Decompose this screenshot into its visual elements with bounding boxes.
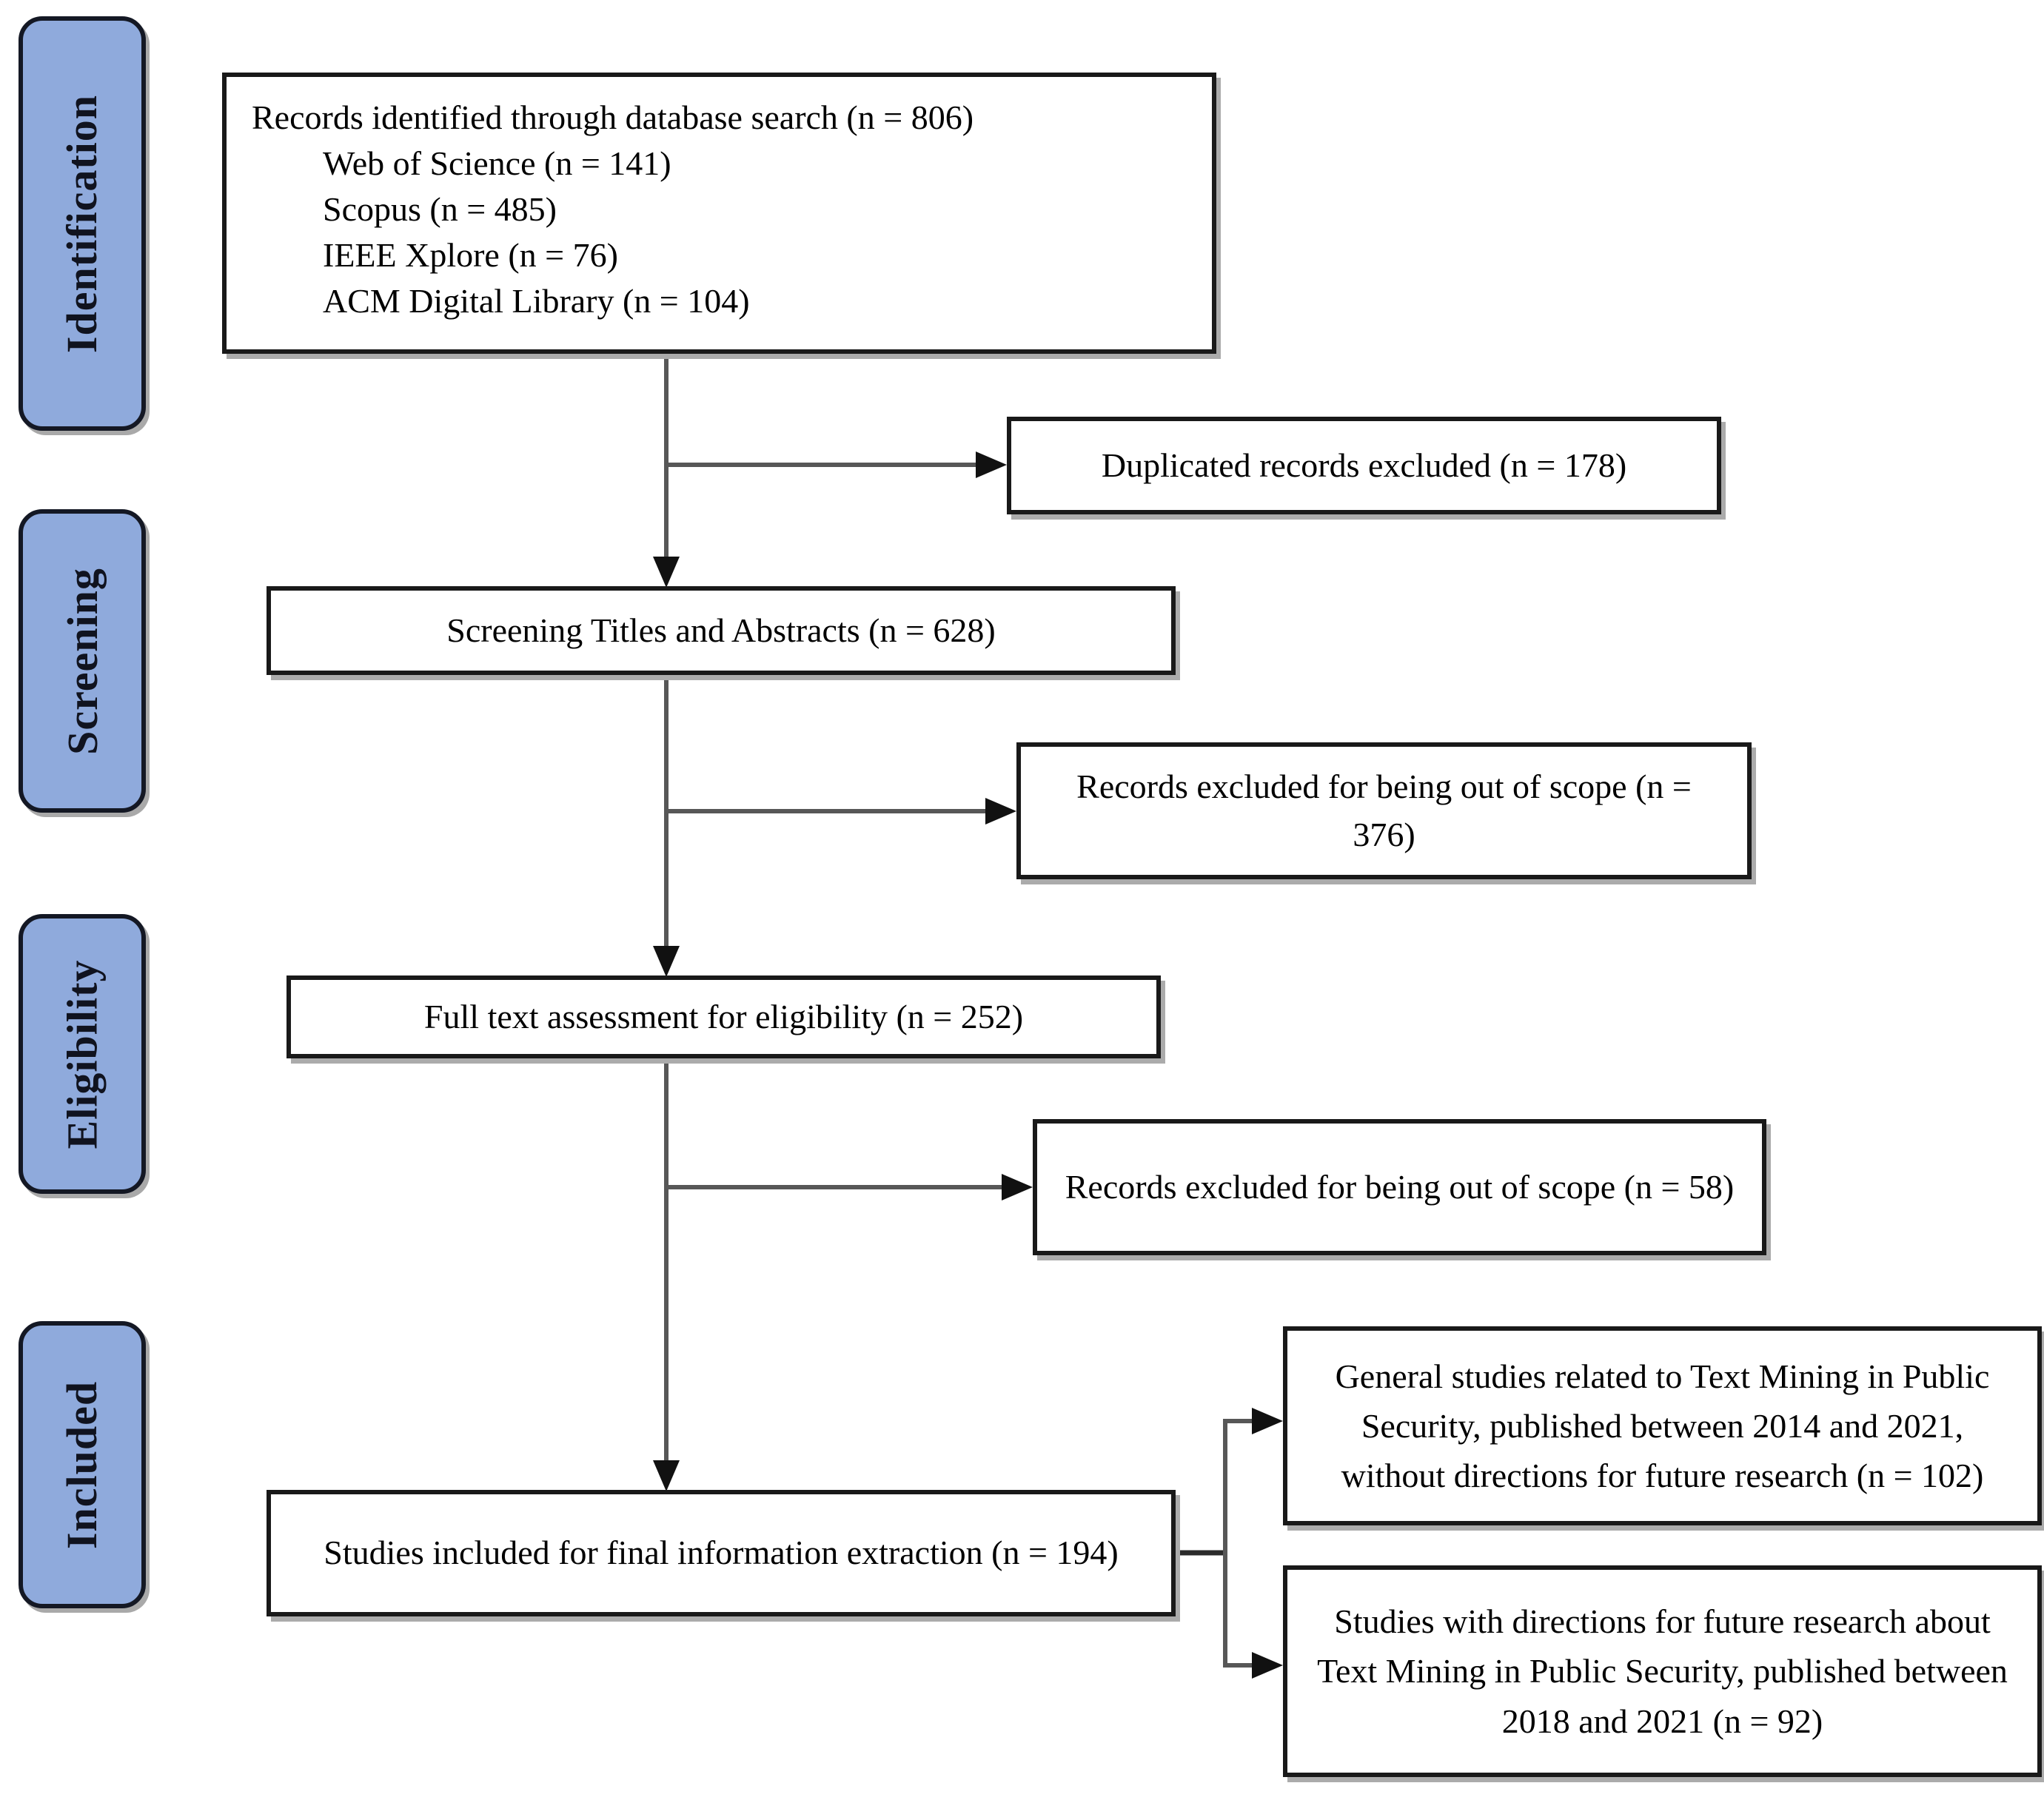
node-future-direction-studies-label: Studies with directions for future resea… — [1317, 1602, 2008, 1740]
arrowhead-into-duplicates-excluded — [976, 451, 1007, 478]
node-excluded-out-of-scope-376-label: Records excluded for being out of scope … — [1076, 768, 1692, 853]
node-studies-included-final-label: Studies included for final information e… — [324, 1534, 1119, 1572]
arrowhead-into-general-studies — [1252, 1408, 1283, 1434]
stage-identification-label: Identification — [58, 94, 107, 353]
source-web-of-science: Web of Science (n = 141) — [323, 144, 671, 183]
stage-identification: Identification — [19, 16, 146, 431]
arrowhead-into-fulltext — [653, 946, 680, 977]
arrowhead-into-screening — [653, 557, 680, 588]
node-excluded-out-of-scope-58-label: Records excluded for being out of scope … — [1065, 1167, 1735, 1206]
stage-eligibility-label: Eligibility — [58, 959, 107, 1149]
source-ieee-xplore: IEEE Xplore (n = 76) — [323, 236, 618, 275]
arrowhead-into-excluded-376 — [985, 798, 1016, 825]
node-duplicates-excluded-label: Duplicated records excluded (n = 178) — [1101, 446, 1627, 484]
arrowhead-into-included — [653, 1460, 680, 1491]
arrowhead-into-excluded-58 — [1002, 1174, 1033, 1200]
node-screening-titles-abstracts-label: Screening Titles and Abstracts (n = 628) — [446, 611, 996, 649]
stage-screening-label: Screening — [58, 567, 107, 755]
node-future-direction-studies: Studies with directions for future resea… — [1283, 1565, 2042, 1777]
source-scopus: Scopus (n = 485) — [323, 190, 557, 229]
node-screening-titles-abstracts: Screening Titles and Abstracts (n = 628) — [267, 586, 1176, 675]
node-excluded-out-of-scope-58: Records excluded for being out of scope … — [1033, 1119, 1766, 1255]
node-duplicates-excluded: Duplicated records excluded (n = 178) — [1007, 417, 1721, 514]
stage-included: Included — [19, 1321, 146, 1608]
node-general-studies-label: General studies related to Text Mining i… — [1335, 1357, 1990, 1495]
stage-included-label: Included — [58, 1380, 107, 1549]
arrowhead-into-future-directions — [1252, 1652, 1283, 1679]
source-acm-digital-library: ACM Digital Library (n = 104) — [323, 282, 750, 320]
node-studies-included-final: Studies included for final information e… — [267, 1490, 1176, 1616]
node-records-identified: Records identified through database sear… — [222, 73, 1216, 354]
node-general-studies: General studies related to Text Mining i… — [1283, 1326, 2042, 1525]
node-full-text-assessment-label: Full text assessment for eligibility (n … — [423, 997, 1024, 1035]
stage-screening: Screening — [19, 509, 146, 813]
node-full-text-assessment: Full text assessment for eligibility (n … — [287, 975, 1161, 1058]
node-records-identified-title: Records identified through database sear… — [252, 98, 974, 136]
node-excluded-out-of-scope-376: Records excluded for being out of scope … — [1016, 742, 1752, 879]
stage-eligibility: Eligibility — [19, 914, 146, 1194]
